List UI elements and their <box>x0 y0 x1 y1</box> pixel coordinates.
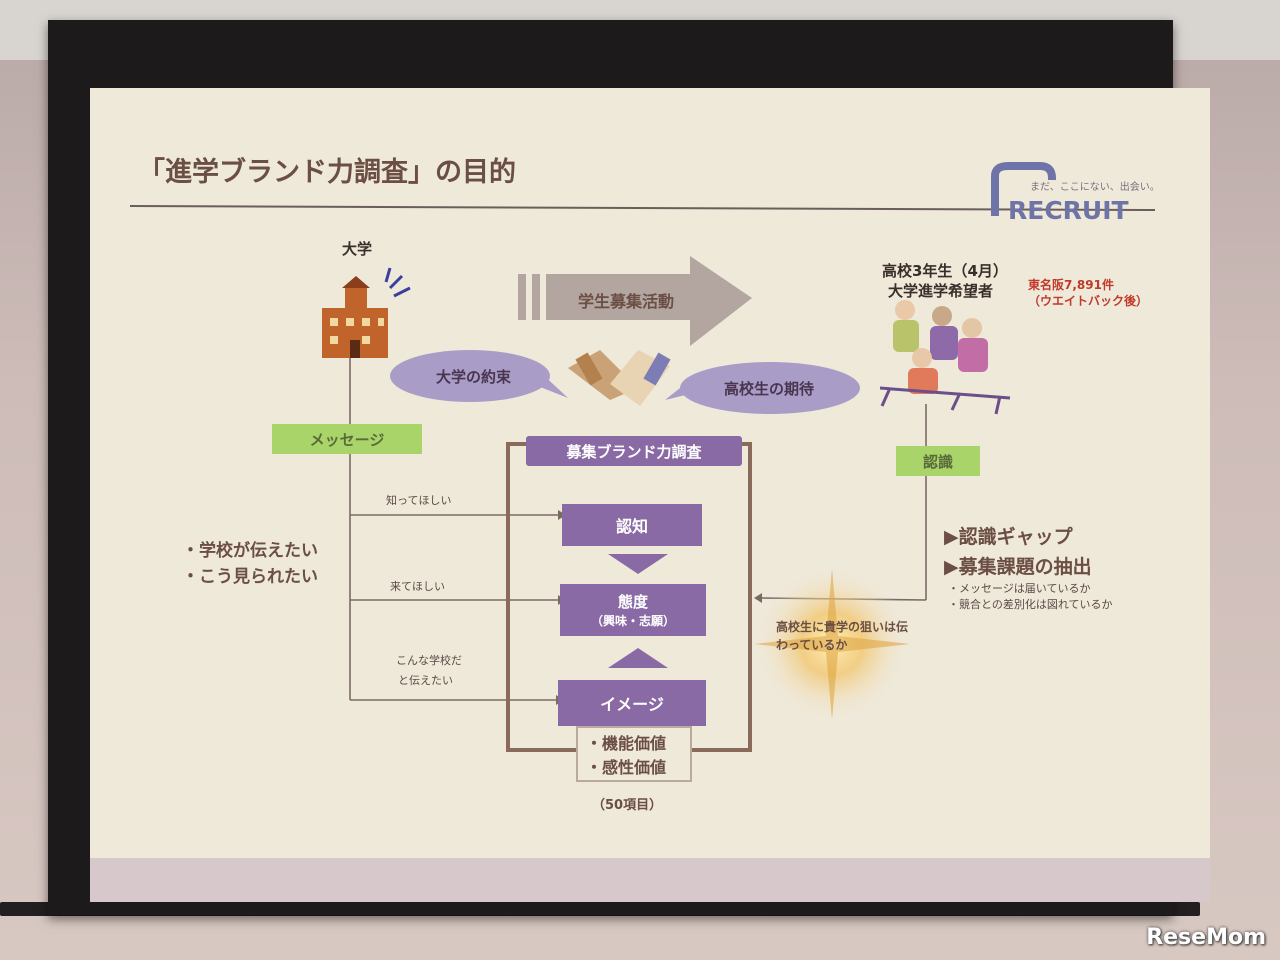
expectation-bubble-text: 高校生の期待 <box>724 380 815 398</box>
attitude-box: 態度 （興味・志願） <box>560 584 706 636</box>
functional-value-text: ・機能価値 <box>586 734 667 753</box>
university-building-icon <box>322 267 411 358</box>
students-illustration-icon <box>879 300 1011 415</box>
recruit-logo-icon <box>991 162 1056 216</box>
sample-size-line2: （ウエイトバック後） <box>1028 294 1149 308</box>
expectation-bubble-shape <box>680 362 860 414</box>
down-arrow-icon <box>608 554 668 574</box>
brand-tagline: まだ、ここにない、出会い。 <box>1030 182 1160 193</box>
projector-screen: 「進学ブランド力調査」の目的 まだ、ここにない、出会い。 RECRUIT 大学 … <box>48 20 1210 915</box>
aim-question-line1: 高校生に貴学の狙いは伝 <box>776 620 909 634</box>
awareness-box: 認知 <box>562 504 702 546</box>
title-underline <box>129 205 1156 211</box>
recognition-box: 認識 <box>896 446 980 476</box>
gap-bullet-message: ・メッセージは届いているか <box>948 582 1091 595</box>
presentation-slide: 「進学ブランド力調査」の目的 まだ、ここにない、出会い。 RECRUIT 大学 … <box>90 88 1210 902</box>
recruit-logo-text: RECRUIT <box>1008 196 1129 225</box>
recruitment-issue-text: ▶募集課題の抽出 <box>944 556 1092 578</box>
item-count-text: （50項目） <box>592 798 663 813</box>
want-know-label: 知ってほしい <box>386 494 452 507</box>
message-box: メッセージ <box>272 424 422 454</box>
sample-size-line1: 東名阪7,891件 <box>1028 278 1114 292</box>
want-come-label: 来てほしい <box>390 580 445 593</box>
attitude-label: 態度 <box>617 593 648 611</box>
image-box: イメージ <box>558 680 706 726</box>
promise-bubble-shape <box>390 350 550 402</box>
attitude-sublabel: （興味・志願） <box>590 614 675 628</box>
value-box: ・機能価値 ・感性価値 <box>576 726 692 782</box>
slide-title: 「進学ブランド力調査」の目的 <box>138 157 516 188</box>
school-wants-line2: ・こう見られたい <box>182 567 318 587</box>
university-label: 大学 <box>342 240 373 258</box>
up-arrow-icon <box>608 648 668 668</box>
aim-question-line2: わっているか <box>776 638 848 652</box>
handshake-icon <box>568 350 671 406</box>
gap-bullet-differentiation: ・競合との差別化は図れているか <box>948 598 1113 611</box>
survey-header: 募集ブランド力調査 <box>526 436 742 466</box>
starburst-icon <box>754 566 910 722</box>
resemom-watermark: ReseMom <box>1146 925 1266 950</box>
promise-bubble-text: 大学の約束 <box>436 368 512 386</box>
want-convey-label-line1: こんな学校だ <box>396 654 462 667</box>
school-wants-line1: ・学校が伝えたい <box>182 541 318 561</box>
slide-footer-strip <box>90 858 1210 902</box>
emotional-value-text: ・感性価値 <box>586 758 667 777</box>
target-label-line1: 高校3年生（4月） <box>882 262 1008 280</box>
recognition-gap-text: ▶認識ギャップ <box>944 526 1073 548</box>
target-label-line2: 大学進学希望者 <box>888 282 994 300</box>
slide-graphics <box>90 162 1210 902</box>
want-convey-label-line2: と伝えたい <box>398 674 453 687</box>
recruitment-activity-label: 学生募集活動 <box>578 292 675 311</box>
recruitment-arrow-icon <box>518 256 752 346</box>
